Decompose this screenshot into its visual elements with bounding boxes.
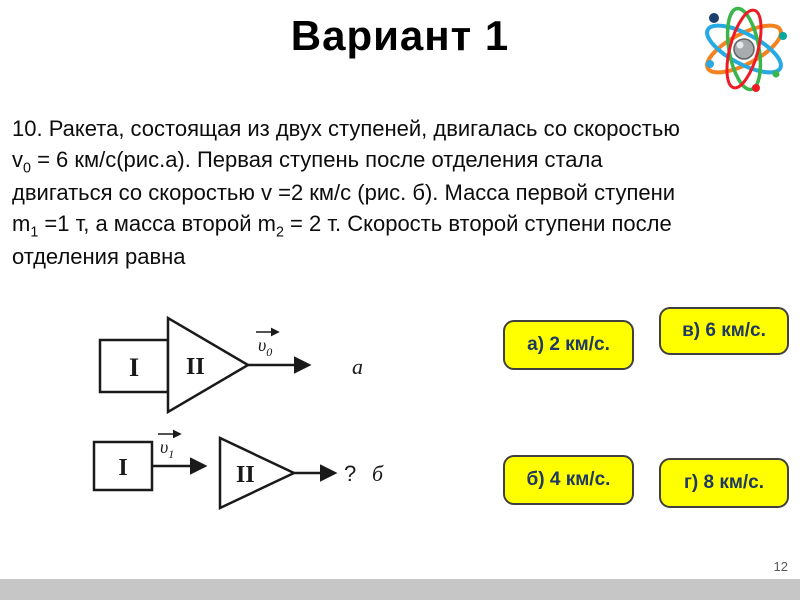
stage1-label-a: I [129,353,139,382]
answer-option-g[interactable]: г) 8 км/с. [659,458,789,508]
rocket-stages-diagram: I II υ0 а I υ1 II ? б [92,315,384,510]
problem-text: 10. Ракета, состоящая из двух ступеней, … [12,114,680,273]
v1-label: υ1 [160,437,174,461]
problem-segment: = 2 т. Скорость второй ступени после отд… [12,211,672,270]
answer-option-b[interactable]: б) 4 км/с. [503,455,634,505]
v1-index: 1 [168,447,174,461]
v0-label: υ0 [258,335,272,359]
m1-subscript: 1 [30,224,39,241]
stage1-label-b: I [118,455,127,481]
v0-subscript: 0 [23,160,31,177]
figure-b-label: б [372,461,384,486]
v0-index: 0 [266,345,272,359]
slide-title: Вариант 1 [290,12,510,59]
v1-letter: υ [160,437,168,457]
footer-bar [0,579,800,600]
v0-letter: υ [258,335,266,355]
page-number: 12 [773,559,788,574]
stage2-label-b: II [236,462,255,488]
problem-segment: = 6 км/с(рис.а). Первая ступень после от… [12,146,676,236]
m2-subscript: 2 [275,224,284,241]
answer-option-v[interactable]: в) 6 км/с. [659,307,789,355]
atom-icon [705,6,787,92]
stage2-triangle-b [218,436,297,510]
figure-a-label: а [352,354,363,379]
stage2-triangle-a [166,315,251,415]
answer-option-a[interactable]: а) 2 км/с. [503,320,634,370]
stage2-label-a: II [186,354,205,380]
problem-segment: =1 т, а масса второй m [38,211,276,236]
question-mark: ? [344,461,356,486]
problem-segment: 10. Ракета, состоящая из двух ступеней, … [12,116,680,172]
